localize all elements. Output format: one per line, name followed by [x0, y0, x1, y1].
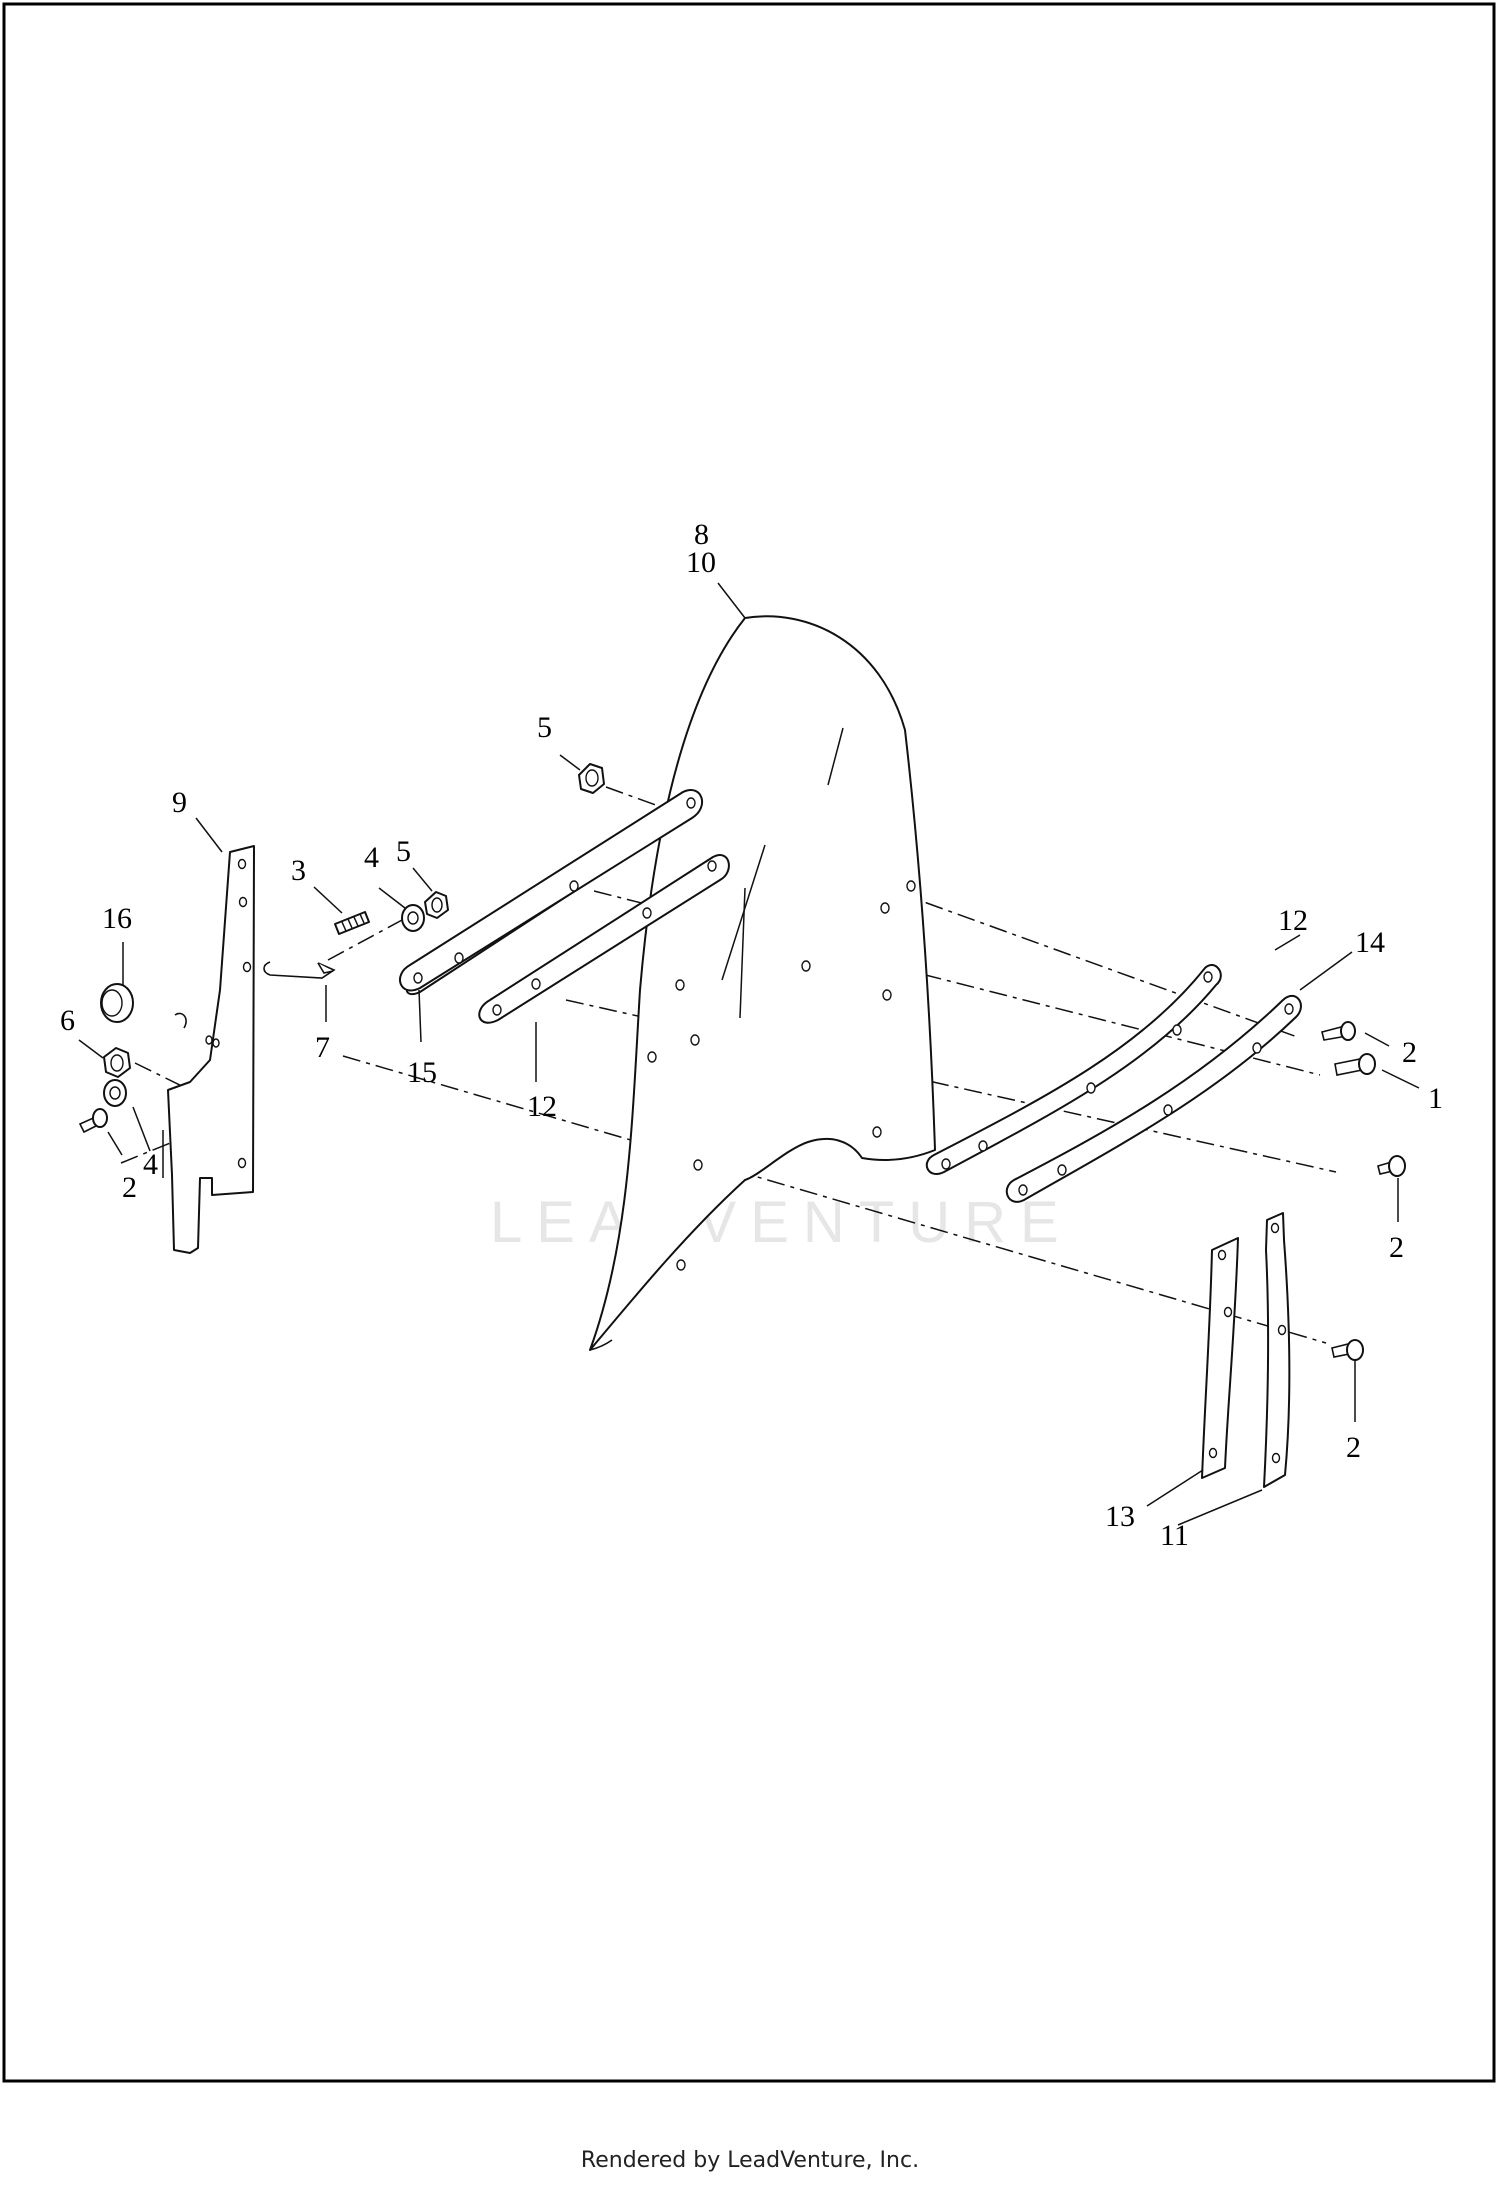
callout-5-top: 5 — [537, 711, 552, 744]
callout-1: 1 — [1428, 1082, 1443, 1115]
watermark-text: LEADVENTURE — [490, 1190, 1073, 1255]
strap-13 — [1201, 1237, 1239, 1479]
screw-1-right — [1334, 1053, 1376, 1076]
clip-7 — [263, 961, 336, 979]
right-bar-12 — [925, 964, 1222, 1175]
screw-2-right-upper — [1321, 1021, 1356, 1041]
callout-2-right-upper: 2 — [1402, 1036, 1417, 1069]
strap-11 — [1263, 1212, 1291, 1488]
callout-6: 6 — [60, 1004, 75, 1037]
screw-2-right-middle — [1377, 1155, 1406, 1177]
nut-6 — [103, 1047, 131, 1078]
nut-5-top — [578, 763, 605, 794]
callout-2-right-lower: 2 — [1346, 1431, 1361, 1464]
callout-12-right: 12 — [1278, 904, 1308, 937]
right-bar-14 — [1005, 994, 1302, 1203]
nut-5-upper — [424, 891, 449, 919]
callout-4-upper: 4 — [364, 841, 379, 874]
left-bar-15 — [399, 789, 703, 996]
washer-4-left — [103, 1079, 127, 1107]
callout-16: 16 — [102, 902, 132, 935]
callout-2-left: 2 — [122, 1171, 137, 1204]
callout-11: 11 — [1160, 1519, 1189, 1552]
callout-2-right-middle: 2 — [1389, 1231, 1404, 1264]
callout-8: 8 — [694, 518, 709, 551]
screw-2-right-lower — [1331, 1339, 1364, 1361]
footer-credit: Rendered by LeadVenture, Inc. — [580, 2148, 920, 2173]
callout-14: 14 — [1355, 926, 1385, 959]
stud-3 — [334, 911, 370, 935]
callout-3: 3 — [291, 854, 306, 887]
callout-7: 7 — [315, 1031, 330, 1064]
leader-lines — [78, 582, 1420, 1526]
callout-12-left: 12 — [527, 1090, 557, 1123]
callout-9: 9 — [172, 786, 187, 819]
bracket-9 — [167, 845, 255, 1254]
diagram-frame — [2, 2, 1496, 2083]
washer-4-upper — [401, 904, 425, 932]
screw-2-left — [78, 1108, 108, 1134]
grommet-16 — [100, 983, 134, 1023]
windshield-lower-edge — [589, 1339, 613, 1351]
callout-4-lower: 4 — [143, 1148, 158, 1181]
callout-10: 10 — [686, 546, 716, 579]
left-bar-12 — [478, 854, 730, 1024]
callout-13: 13 — [1105, 1500, 1135, 1533]
callout-15: 15 — [407, 1056, 437, 1089]
callout-5-upper: 5 — [396, 835, 411, 868]
callout-labels: 8 10 5 9 3 4 5 16 6 7 15 12 4 2 12 14 2 … — [60, 518, 1443, 1552]
